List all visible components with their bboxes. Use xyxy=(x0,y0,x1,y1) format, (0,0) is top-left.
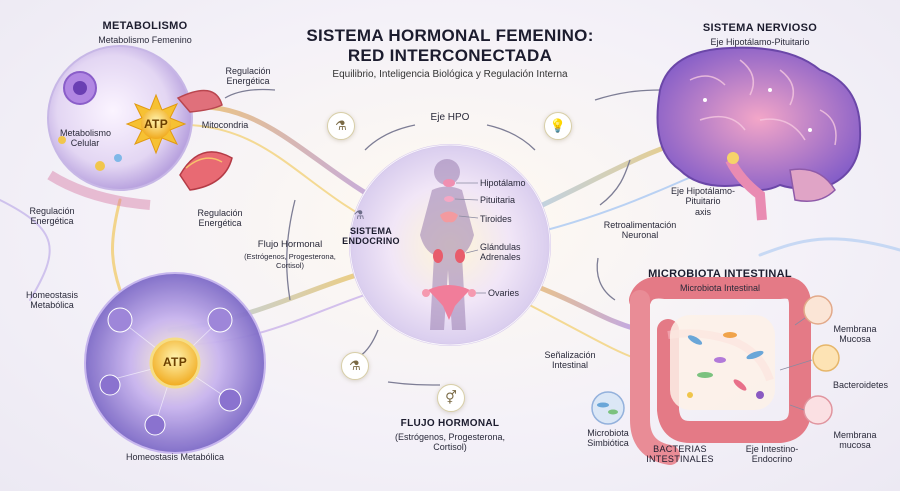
eje-intestino-endocrino-label: Eje Intestino-Endocrino xyxy=(745,444,799,465)
hormone-icon: ⚗ xyxy=(341,352,369,380)
mitocondria-label: Mitocondria xyxy=(201,120,249,130)
bacteroidetes-label: Bacteroidetes xyxy=(832,380,889,390)
intestine-leaders xyxy=(779,317,813,411)
atp-label: ATP xyxy=(143,117,168,131)
endocrine-icon: ⚗ xyxy=(353,208,365,222)
endocrine-organs xyxy=(422,179,476,320)
page-title-line2: RED INTERCONECTADA xyxy=(347,46,553,65)
microbiota-title: MICROBIOTA INTESTINAL xyxy=(648,268,792,280)
intestine-illustration xyxy=(591,276,840,465)
flujo-hormonal-left-hormones: (Estrógenos, Progesterona,Cortisol) xyxy=(244,252,336,270)
organ-tiroides: Tiroides xyxy=(480,214,512,224)
eje-hpo-label: Eje HPO xyxy=(430,112,470,123)
page-subtitle: Equilibrio, Inteligencia Biológica y Reg… xyxy=(332,69,568,80)
connection-arrows xyxy=(224,88,661,386)
homeostasis-bottom-label: Homeostasis Metabólica xyxy=(125,452,225,462)
flujo-hormonal-bottom-title: FLUJO HORMONAL xyxy=(400,418,500,429)
organ-ovaries: Ovaries xyxy=(488,288,520,298)
nervous-subtitle: Eje Hipotálamo-Pituitario xyxy=(710,37,810,47)
gender-icon: ⚥ xyxy=(437,384,465,412)
metabolism-title: METABOLISMO xyxy=(102,20,188,32)
organ-hipotalamo: Hipotálamo xyxy=(480,178,526,188)
nervous-title: SISTEMA NERVIOSO xyxy=(702,22,818,34)
organ-pituitaria: Pituitaria xyxy=(480,195,516,205)
flujo-hormonal-bottom-hormones: (Estrógenos, Progesterona,Cortisol) xyxy=(394,432,506,453)
lightbulb-icon: 💡 xyxy=(544,112,572,140)
page-title-line1: SISTEMA HORMONAL FEMENINO: xyxy=(306,26,594,45)
organ-leaders xyxy=(454,182,486,294)
brain-illustration xyxy=(656,46,862,221)
metabolism-subtitle: Metabolismo Femenino xyxy=(98,35,192,45)
flujo-hormonal-left-title: Flujo Hormonal xyxy=(257,239,323,250)
atp-star xyxy=(125,93,187,155)
flask-icon: ⚗ xyxy=(327,112,355,140)
homeostasis-atp-label: ATP xyxy=(162,355,187,369)
microbiota-subtitle: Microbiota Intestinal xyxy=(679,283,761,293)
